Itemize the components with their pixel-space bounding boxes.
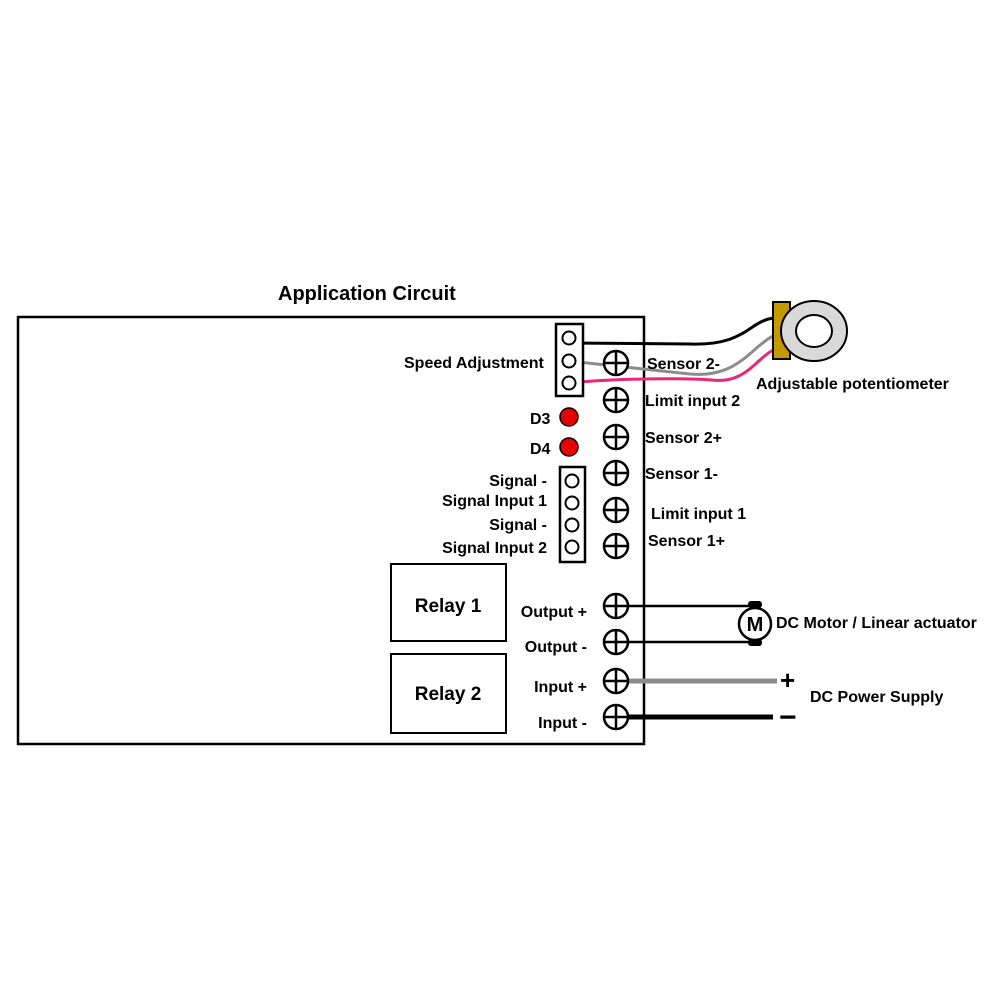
potentiometer-knob-inner — [795, 314, 833, 348]
terminal-label-output-plus: Output + — [521, 604, 587, 621]
led-d3-label: D3 — [530, 411, 551, 428]
power-supply-label: DC Power Supply — [810, 689, 943, 706]
speed-pin-3 — [561, 375, 577, 391]
terminal-label-sensor-1-plus: Sensor 1+ — [648, 533, 725, 550]
output-wires — [616, 604, 777, 720]
terminal-label-input-plus: Input + — [534, 679, 587, 696]
potentiometer-wires — [568, 316, 774, 385]
screw-terminal-lower-4 — [602, 703, 630, 731]
speed-pin-1 — [561, 330, 577, 346]
motor-body — [737, 606, 773, 642]
signal-header — [558, 465, 587, 564]
relay-1 — [390, 563, 507, 642]
screw-terminal-upper-2 — [602, 386, 630, 414]
potentiometer-label: Adjustable potentiometer — [756, 376, 949, 393]
screw-terminal-upper-5 — [602, 496, 630, 524]
wire-gray — [568, 334, 774, 376]
speed-pin-2 — [561, 353, 577, 369]
controller-board — [16, 315, 646, 746]
potentiometer — [772, 300, 848, 362]
signal-label-4: Signal Input 2 — [442, 540, 547, 557]
dc-motor: M — [737, 601, 773, 646]
wire-black — [568, 316, 774, 346]
power-minus-symbol: − — [779, 701, 797, 734]
screw-terminal-lower-2 — [602, 628, 630, 656]
terminal-label-sensor-2-plus: Sensor 2+ — [645, 430, 722, 447]
relay-2 — [390, 653, 507, 734]
screw-terminal-lower-1 — [602, 592, 630, 620]
upper-terminal-block — [602, 349, 630, 560]
signal-pin-4 — [564, 539, 580, 555]
led-d4-label: D4 — [530, 441, 551, 458]
diagram-title: Application Circuit — [278, 283, 456, 305]
relay-1-label: Relay 1 — [415, 596, 482, 617]
screw-terminal-upper-4 — [602, 459, 630, 487]
signal-label-1: Signal - — [489, 473, 547, 490]
motor-label: DC Motor / Linear actuator — [776, 615, 977, 632]
relay-2-label: Relay 2 — [415, 684, 482, 705]
screw-terminal-upper-3 — [602, 423, 630, 451]
motor-symbol: M — [747, 614, 764, 636]
led-d4 — [559, 437, 579, 457]
screw-terminal-upper-6 — [602, 532, 630, 560]
led-d3 — [559, 407, 579, 427]
signal-pin-2 — [564, 495, 580, 511]
speed-adjustment-header — [554, 322, 585, 398]
terminal-label-input-minus: Input - — [538, 715, 587, 732]
signal-pin-1 — [564, 473, 580, 489]
terminal-label-sensor-2-minus: Sensor 2- — [647, 356, 720, 373]
speed-adjustment-label: Speed Adjustment — [404, 355, 545, 372]
terminal-label-limit-input-2: Limit input 2 — [645, 393, 740, 410]
terminal-label-sensor-1-minus: Sensor 1- — [645, 466, 718, 483]
terminal-label-limit-input-1: Limit input 1 — [651, 506, 746, 523]
signal-label-3: Signal - — [489, 517, 547, 534]
screw-terminal-upper-1 — [602, 349, 630, 377]
screw-terminal-lower-3 — [602, 667, 630, 695]
power-plus-symbol: + — [780, 665, 795, 695]
motor-brush-top — [748, 601, 762, 608]
lower-terminal-block — [602, 592, 630, 731]
signal-label-2: Signal Input 1 — [442, 493, 547, 510]
wire-pink — [568, 348, 774, 385]
terminal-label-output-minus: Output - — [525, 639, 587, 656]
signal-pin-3 — [564, 517, 580, 533]
